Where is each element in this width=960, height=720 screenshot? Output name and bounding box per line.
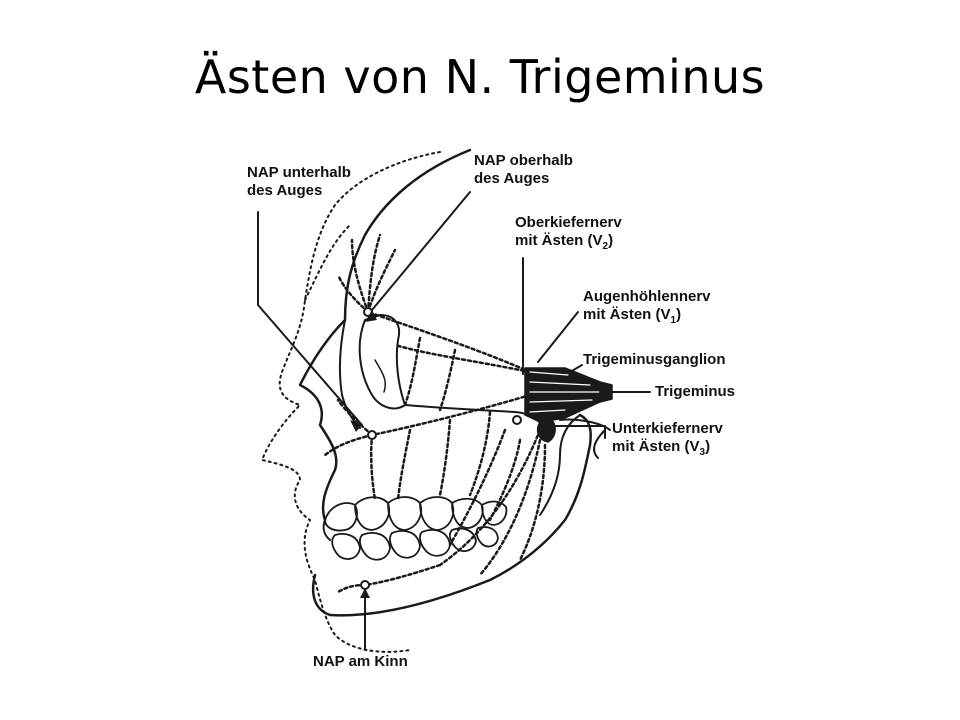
slide-title: Ästen von N. Trigeminus — [194, 50, 766, 104]
label-nap-under-eye: NAP unterhalb des Auges — [247, 164, 351, 199]
cheekbone — [404, 404, 546, 431]
maxillary-branches — [323, 393, 532, 502]
label-maxillary-nerve: Oberkiefernerv mit Ästen (V2) — [515, 214, 622, 252]
ophthalmic-branches — [336, 233, 532, 412]
nasal-bone — [338, 319, 361, 429]
label-trigeminus: Trigeminus — [655, 383, 736, 400]
lower-teeth — [331, 526, 499, 561]
face-profile-outline — [261, 151, 441, 653]
skin-outline-inner — [304, 224, 351, 301]
arrowheads — [350, 310, 377, 598]
label-leader-lines — [257, 191, 651, 651]
mandible — [311, 413, 592, 617]
upper-teeth — [324, 496, 508, 532]
label-nap-chin: NAP am Kinn — [313, 653, 408, 670]
skull-outline — [298, 148, 472, 522]
label-trigeminal-ganglion: Trigeminusganglion — [583, 351, 726, 368]
label-nap-above-eye: NAP oberhalb des Auges — [474, 152, 573, 187]
label-ophthalmic-nerve: Augenhöhlennerv mit Ästen (V1) — [583, 288, 711, 326]
trigeminal-ganglion — [524, 367, 613, 443]
label-mandibular-nerve: Unterkiefernerv mit Ästen (V3) — [612, 420, 723, 458]
nerve-exit-points — [360, 307, 377, 590]
eye-socket — [358, 314, 406, 410]
